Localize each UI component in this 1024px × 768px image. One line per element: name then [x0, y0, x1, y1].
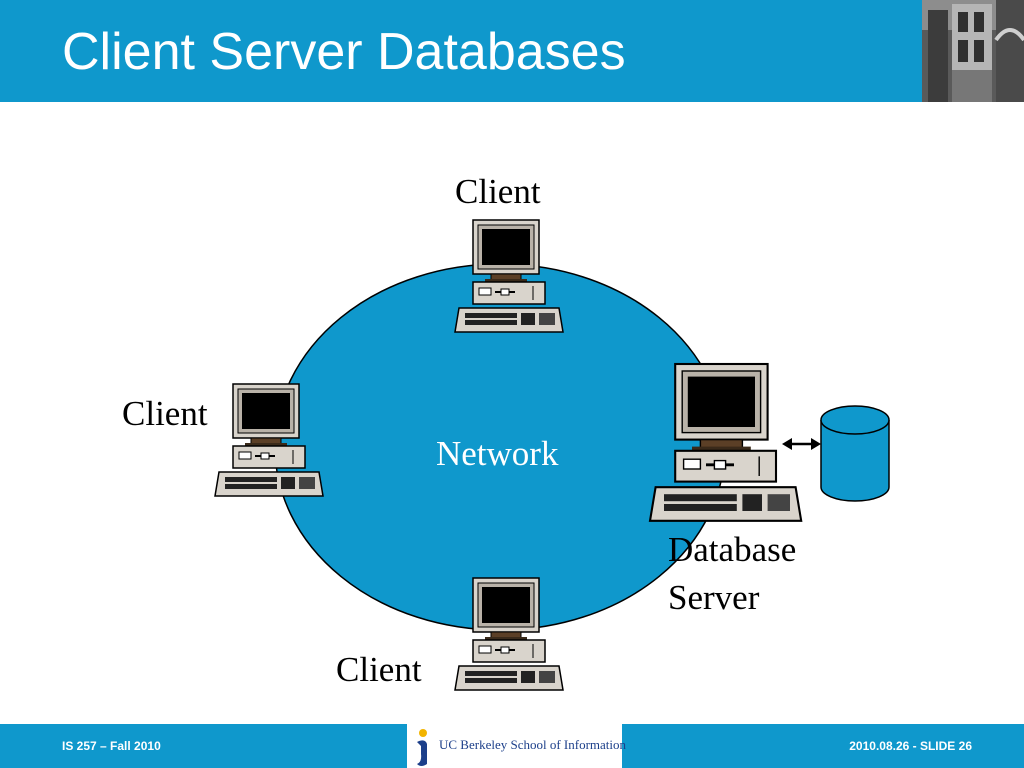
network-label: Network: [436, 434, 559, 473]
school-logo: UC Berkeley School of Information: [407, 724, 626, 768]
slide-title: Client Server Databases: [62, 23, 626, 81]
header-bar: Client Server Databases: [0, 0, 1024, 102]
building-photo: [922, 0, 1024, 102]
server-label-line1: Database: [668, 530, 797, 569]
slide-number-label: 2010.08.26 - SLIDE 26: [849, 739, 972, 753]
course-label: IS 257 – Fall 2010: [62, 739, 161, 753]
database-cylinder-icon: [820, 405, 890, 502]
client-label-top: Client: [455, 172, 541, 211]
footer-bar: IS 257 – Fall 2010 UC Berkeley School of…: [0, 724, 1024, 768]
i-school-logo-icon: [417, 729, 427, 766]
school-logo-text: UC Berkeley School of Information: [439, 737, 627, 752]
server-label-line2: Server: [668, 578, 760, 617]
client-label-bottom: Client: [336, 650, 422, 689]
client-label-left: Client: [122, 394, 208, 433]
connection-arrow: [782, 438, 821, 450]
network-diagram: Client Client Client Network Database Se…: [0, 102, 1024, 722]
